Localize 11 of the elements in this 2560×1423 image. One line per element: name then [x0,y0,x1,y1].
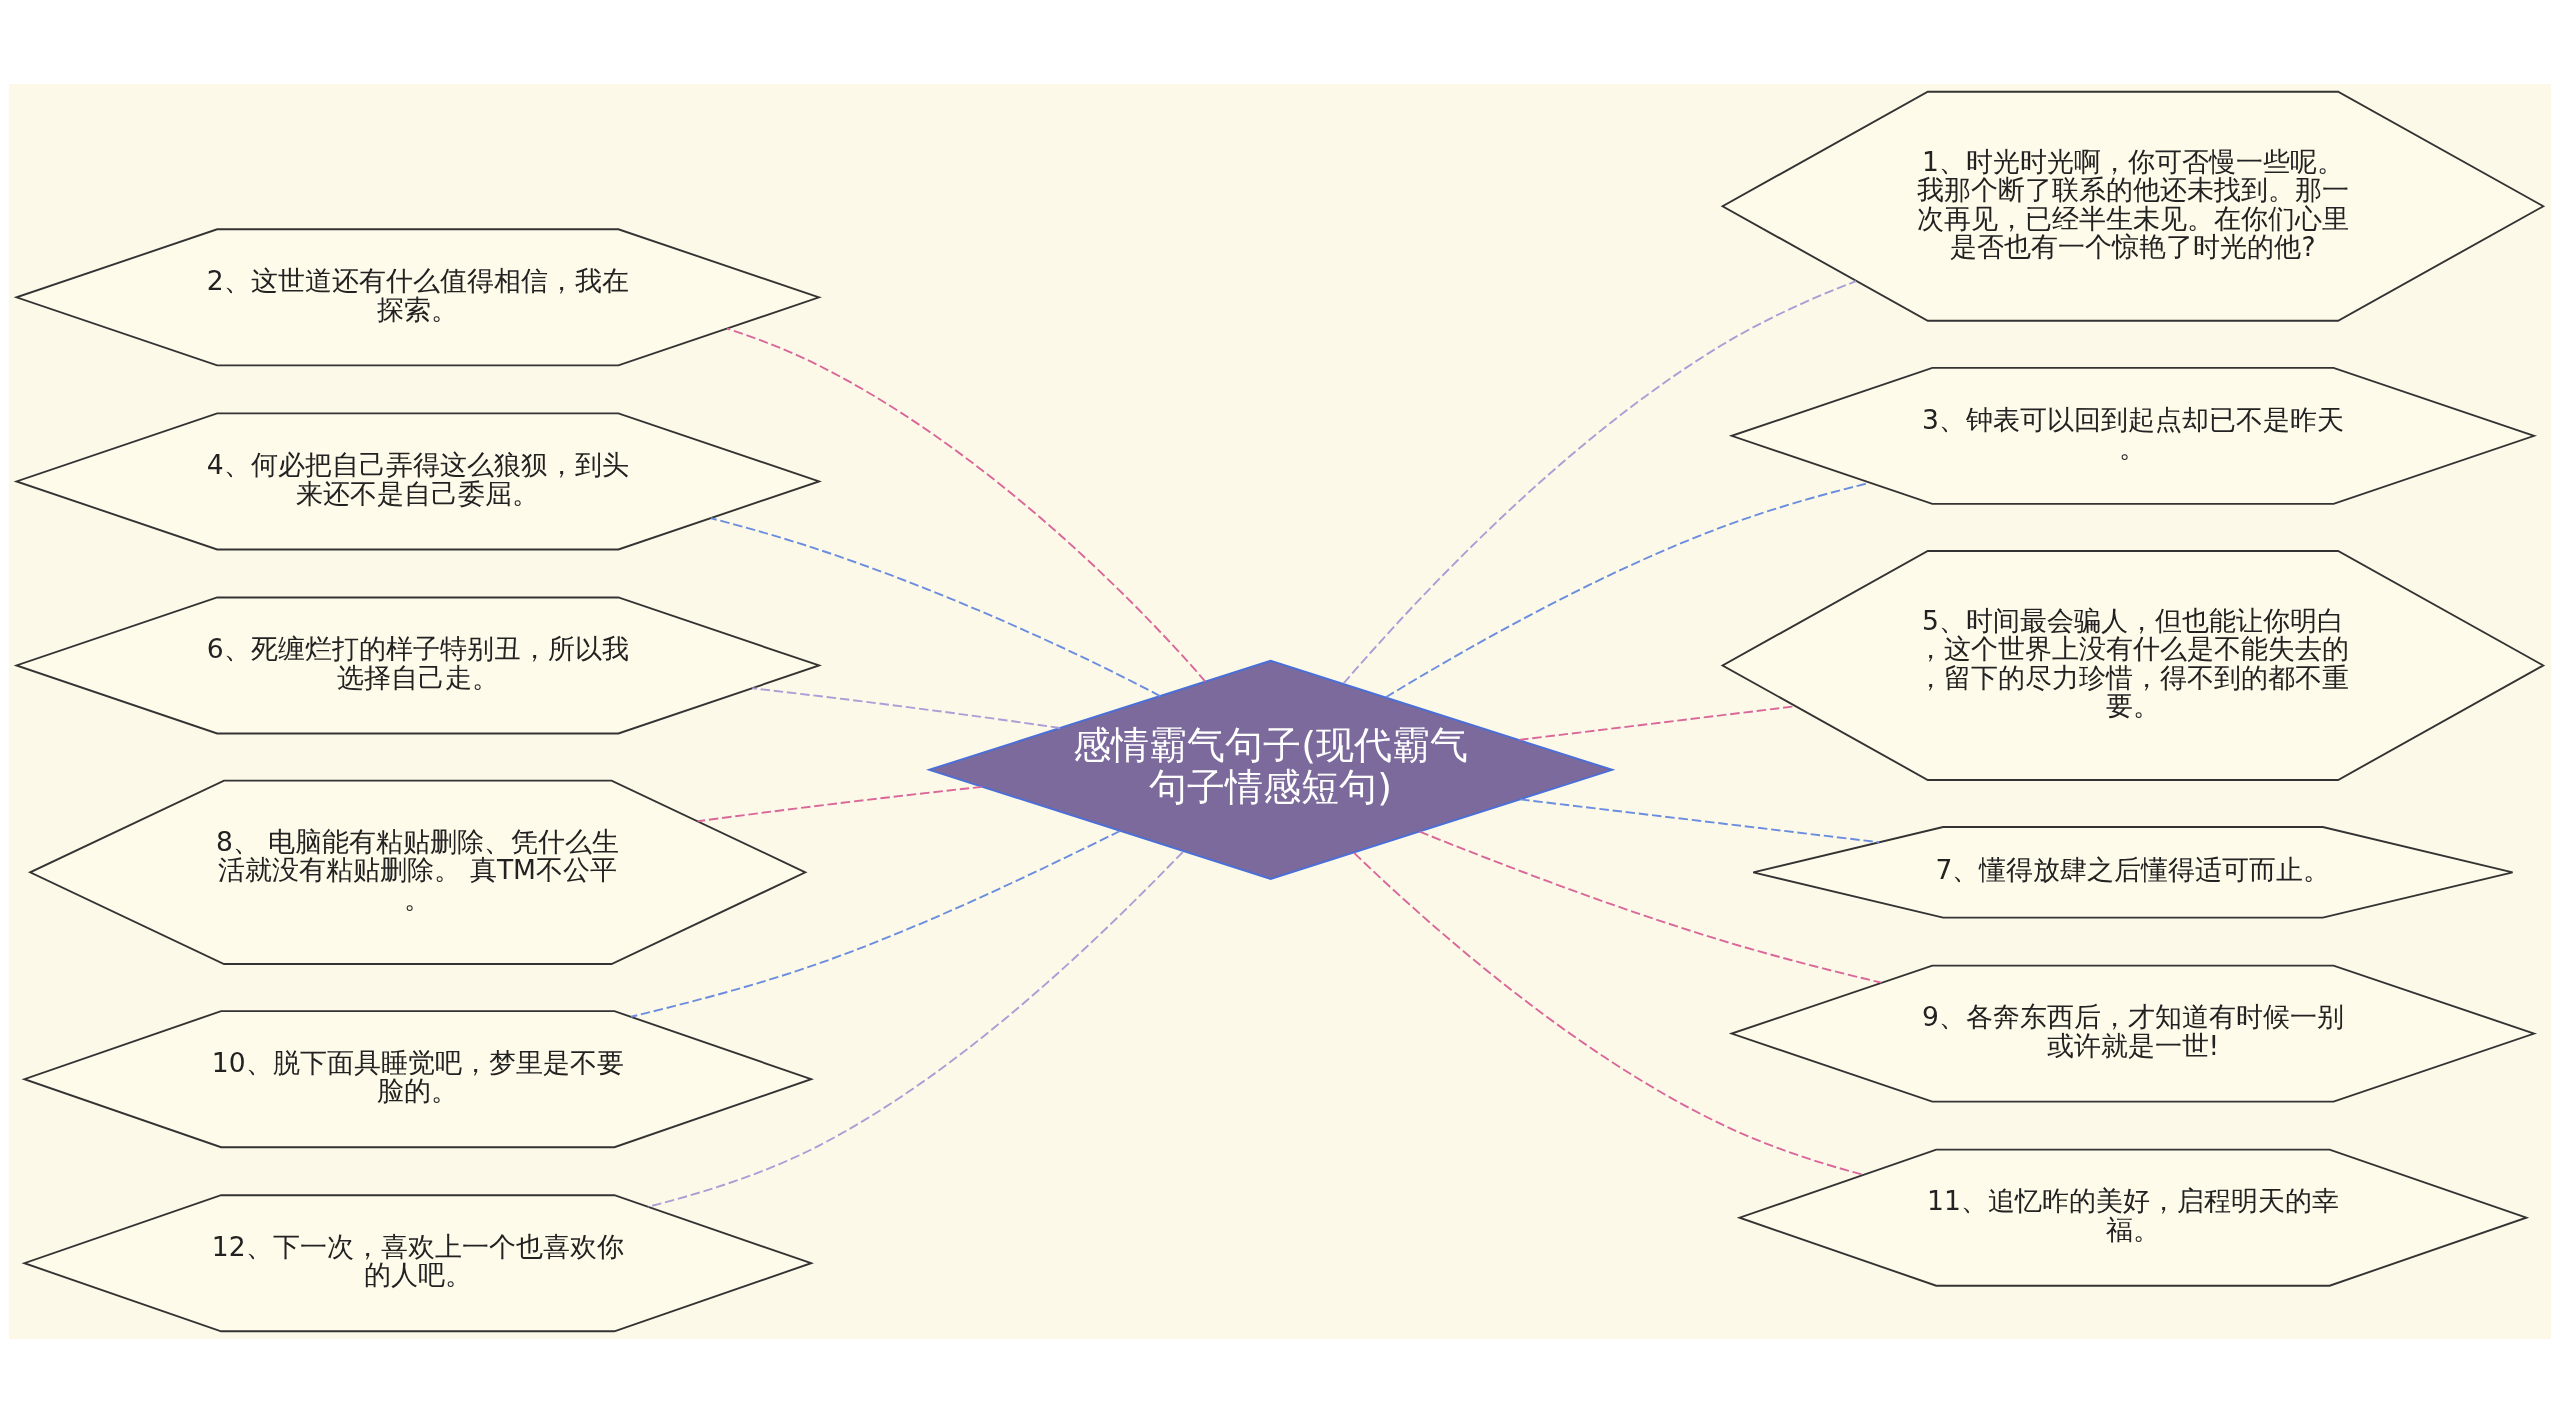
connector [1342,280,1857,685]
connector [710,517,1162,697]
connector [696,785,984,823]
connector [1353,852,1864,1176]
connector [630,830,1121,1018]
connector [646,851,1184,1208]
connector [1418,830,1883,984]
connector [1519,798,1881,844]
connector [726,327,1207,683]
node-diamond: 感情霸气句子(现代霸气句子情感短句) [926,659,1616,880]
connector [751,687,1061,729]
